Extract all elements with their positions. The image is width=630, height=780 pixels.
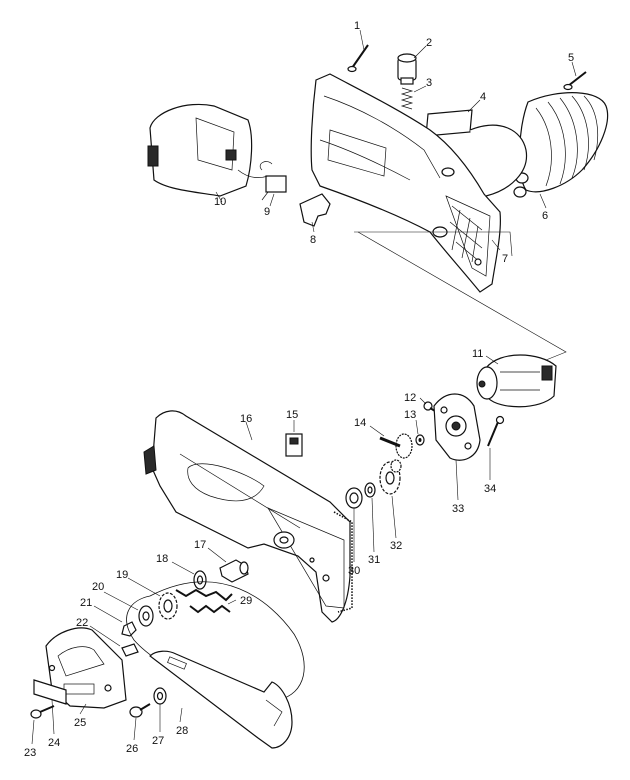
label-part-12: 12 — [404, 392, 416, 404]
label-part-15: 15 — [286, 409, 298, 421]
label-part-10: 10 — [214, 196, 226, 208]
label-part-3: 3 — [426, 77, 432, 89]
part-19-sprocket — [158, 592, 178, 620]
label-part-18: 18 — [156, 553, 168, 565]
label-part-30: 30 — [348, 565, 360, 577]
label-part-13: 13 — [404, 409, 416, 421]
label-part-32: 32 — [390, 540, 402, 552]
label-part-31: 31 — [368, 554, 380, 566]
part-18-washer — [193, 570, 207, 590]
part-7-housing — [310, 73, 528, 293]
part-13-washer — [415, 434, 425, 446]
part-5-screw — [563, 71, 587, 91]
part-6-rear-grip-cover — [513, 92, 609, 198]
part-30-bearing — [345, 487, 363, 509]
part-11-motor — [476, 354, 557, 408]
part-25-sprocket-cover — [45, 627, 127, 709]
label-part-24: 24 — [48, 737, 60, 749]
label-part-20: 20 — [92, 581, 104, 593]
part-32-gear — [379, 459, 402, 495]
label-part-23: 23 — [24, 747, 36, 759]
part-17-shaft — [219, 559, 249, 583]
label-part-16: 16 — [240, 413, 252, 425]
part-23-screw — [30, 705, 55, 719]
label-part-29: 29 — [240, 595, 252, 607]
part-31-washer — [364, 482, 376, 498]
part-27-washer — [153, 687, 167, 705]
label-part-14: 14 — [354, 417, 366, 429]
label-part-4: 4 — [480, 91, 486, 103]
part-labels: 1 2 3 4 5 6 7 8 9 10 11 12 13 14 15 16 1… — [24, 20, 574, 759]
part-20-washer — [138, 605, 154, 627]
label-part-22: 22 — [76, 617, 88, 629]
label-part-34: 34 — [484, 483, 496, 495]
label-part-26: 26 — [126, 743, 138, 755]
label-part-25: 25 — [74, 717, 86, 729]
part-22-clip — [121, 643, 139, 657]
part-33-gear-housing — [433, 393, 481, 461]
label-part-27: 27 — [152, 735, 164, 747]
label-part-9: 9 — [264, 206, 270, 218]
part-8-lock-lever — [299, 193, 331, 227]
label-part-17: 17 — [194, 539, 206, 551]
label-part-5: 5 — [568, 52, 574, 64]
part-26-screw — [129, 703, 151, 718]
part-28-guide-bar — [149, 650, 293, 749]
label-part-11: 11 — [472, 348, 483, 360]
part-3-spring — [400, 87, 414, 110]
label-part-19: 19 — [116, 569, 128, 581]
label-part-8: 8 — [310, 234, 316, 246]
part-16-handle-housing — [143, 410, 353, 623]
label-part-21: 21 — [80, 597, 92, 609]
part-24-label — [33, 679, 67, 705]
part-1-screw — [347, 44, 369, 73]
part-15-switch — [285, 433, 303, 457]
label-part-7: 7 — [502, 253, 508, 265]
label-part-33: 33 — [452, 503, 464, 515]
part-14-gear — [379, 433, 413, 459]
part-21-nut — [121, 621, 137, 637]
part-2-button — [397, 53, 417, 85]
part-10-battery — [147, 103, 269, 197]
label-part-28: 28 — [176, 725, 188, 737]
part-9-switch — [259, 161, 287, 201]
label-part-1: 1 — [354, 20, 360, 32]
label-part-6: 6 — [542, 210, 548, 222]
label-part-2: 2 — [426, 37, 432, 49]
part-34-screw — [487, 415, 505, 447]
